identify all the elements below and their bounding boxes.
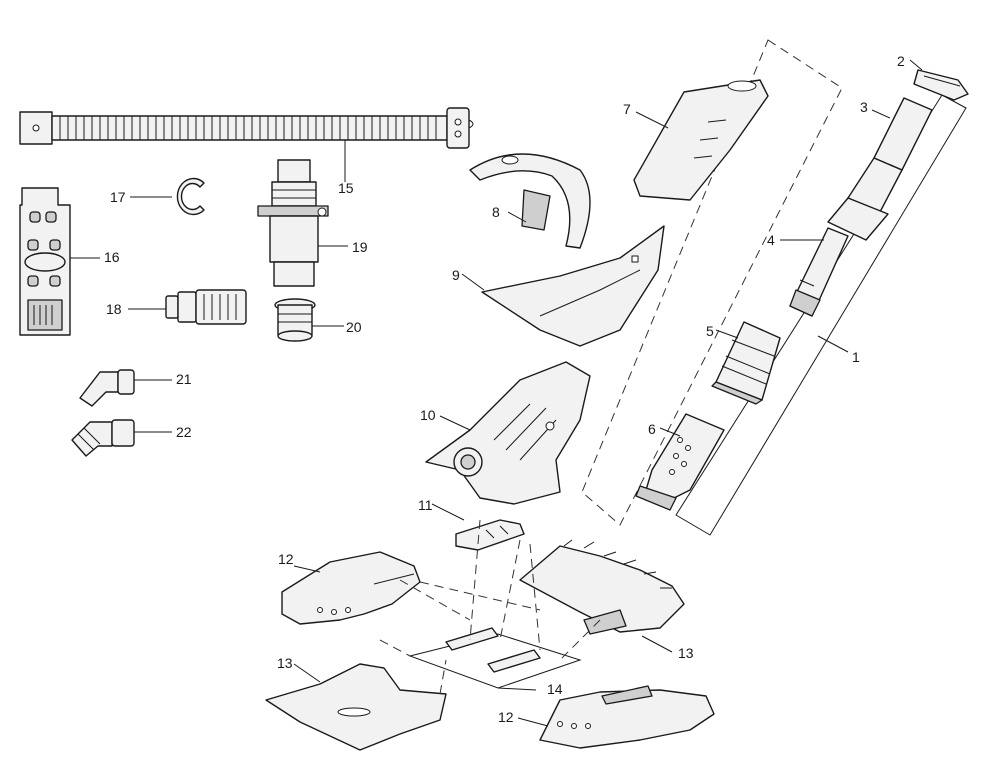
callout-2: 2 xyxy=(897,53,905,69)
callout-18: 18 xyxy=(106,301,122,317)
callout-13-right: 13 xyxy=(678,645,694,661)
part-21-elbow xyxy=(79,369,135,407)
part-9-shell xyxy=(481,225,665,347)
callout-12-upper: 12 xyxy=(278,551,294,567)
part-17-clip xyxy=(176,177,205,216)
callout-19: 19 xyxy=(352,239,368,255)
part-3-tube xyxy=(827,97,933,241)
part-13-fin-skirt-lower xyxy=(265,663,447,751)
assembly-group-1-boundary xyxy=(581,39,843,526)
part-6-grip xyxy=(635,413,725,511)
callout-17: 17 xyxy=(110,189,126,205)
part-20-collar xyxy=(274,298,316,342)
part-10-body xyxy=(425,361,591,505)
part-7-top-cover xyxy=(633,79,769,201)
part-14-feet-assembly xyxy=(408,627,582,689)
part-2-cap xyxy=(913,69,969,101)
part-12-side-skirt-lower xyxy=(539,685,715,749)
callout-9: 9 xyxy=(452,267,460,283)
part-8-handle xyxy=(469,153,591,249)
callout-16: 16 xyxy=(104,249,120,265)
callout-5: 5 xyxy=(706,323,714,339)
part-13-fin-skirt-right xyxy=(519,539,685,635)
part-22-swivel-elbow xyxy=(71,419,135,457)
part-11-block xyxy=(455,519,525,551)
callout-12-lower: 12 xyxy=(498,709,514,725)
callout-13-lower: 13 xyxy=(277,655,293,671)
alignment-lines xyxy=(379,519,601,695)
callout-4: 4 xyxy=(767,232,775,248)
callout-11: 11 xyxy=(418,497,433,513)
callout-21: 21 xyxy=(176,371,192,387)
hose-part-15 xyxy=(19,107,474,149)
callout-3: 3 xyxy=(860,99,868,115)
callout-20: 20 xyxy=(346,319,362,335)
callout-22: 22 xyxy=(176,424,192,440)
part-4-pipe xyxy=(789,227,849,317)
part-16-float-body xyxy=(19,187,71,336)
callout-1: 1 xyxy=(852,349,860,365)
callout-7: 7 xyxy=(623,101,631,117)
callout-8: 8 xyxy=(492,204,500,220)
callout-14: 14 xyxy=(547,681,563,697)
part-5-nut xyxy=(711,321,781,405)
part-19-valve xyxy=(257,159,329,287)
part-12-side-skirt-upper xyxy=(281,551,421,625)
part-18-connector xyxy=(165,289,247,325)
callout-6: 6 xyxy=(648,421,656,437)
callout-15: 15 xyxy=(338,180,354,196)
callout-10: 10 xyxy=(420,407,436,423)
